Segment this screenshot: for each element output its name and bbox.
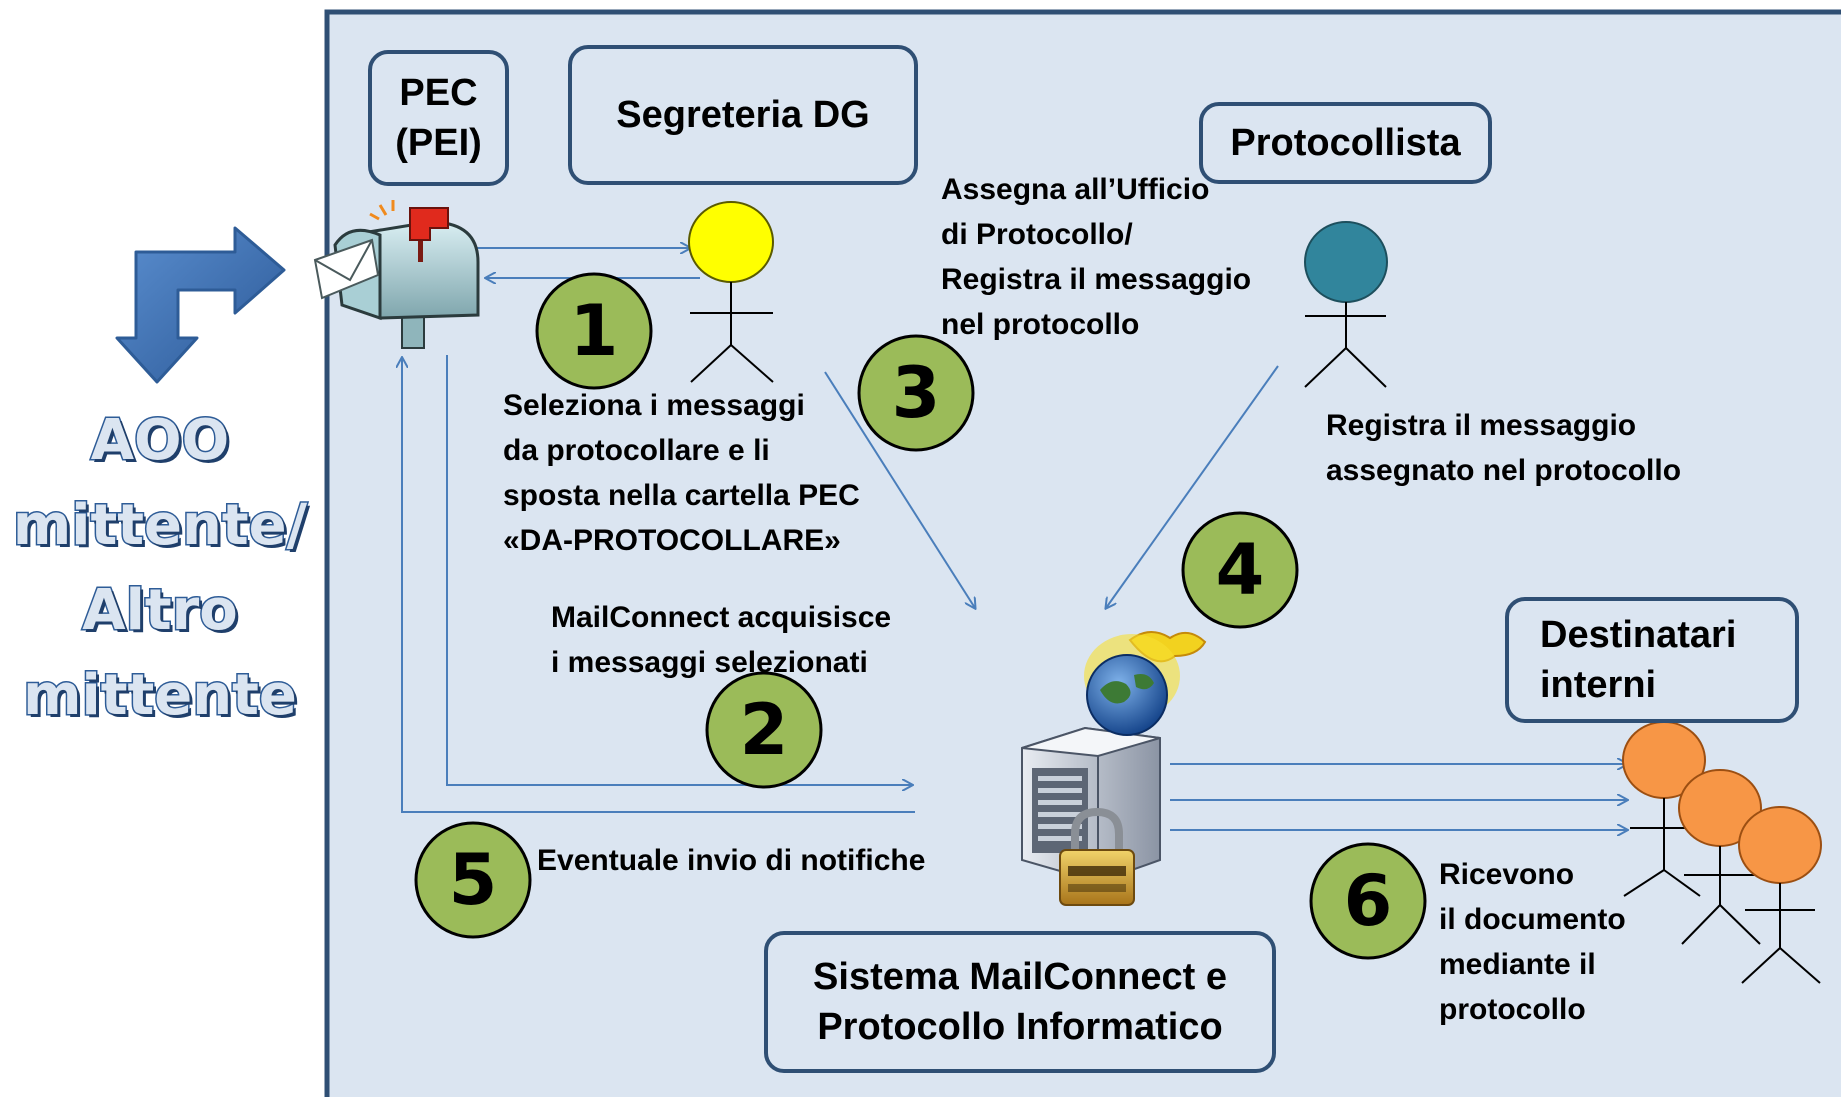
step-badge-3 <box>857 334 975 452</box>
step3-arrow <box>824 371 975 608</box>
protocollista-box: Protocollista <box>1199 102 1492 184</box>
step3-text: Assegna all’Ufficio di Protocollo/ Regis… <box>941 173 1252 341</box>
segreteria-figure <box>688 201 774 383</box>
step-badge-6 <box>1309 842 1427 960</box>
protocollista-figure <box>1304 221 1388 388</box>
padlock-icon <box>1059 807 1135 906</box>
step-number-6: 6 <box>1343 860 1393 942</box>
step-badge-1 <box>535 272 653 390</box>
step-badges <box>414 272 1427 960</box>
step4-arrow <box>1106 365 1279 608</box>
step1-text: Seleziona i messaggi da protocollare e l… <box>503 389 860 557</box>
step-number-2: 2 <box>739 689 789 771</box>
mailbox-icon <box>313 200 480 349</box>
step6-text: Ricevono il documento mediante il protoc… <box>1439 858 1626 1026</box>
segreteria-box: Segreteria DG <box>568 45 918 185</box>
bent-arrow-icon <box>115 226 286 384</box>
step-number-5: 5 <box>448 839 498 921</box>
step-badge-4 <box>1181 511 1299 629</box>
main-panel <box>324 9 1841 1097</box>
globe-icon <box>1084 631 1207 736</box>
notification-arrow <box>402 358 915 813</box>
step5-text: Eventuale invio di notifiche <box>537 844 926 877</box>
destinatari-figures <box>1622 721 1822 984</box>
step-number-4: 4 <box>1215 529 1265 611</box>
step-number-3: 3 <box>891 352 941 434</box>
step4-text: Registra il messaggio assegnato nel prot… <box>1326 409 1682 487</box>
step2-text: MailConnect acquisisce i messaggi selezi… <box>551 601 892 679</box>
destinatari-box: Destinatari interni <box>1505 597 1799 723</box>
sistema-box: Sistema MailConnect e Protocollo Informa… <box>764 931 1276 1073</box>
step-badge-5 <box>414 821 532 939</box>
pec-box: PEC (PEI) <box>368 50 509 186</box>
step-badge-2 <box>705 671 823 789</box>
aoo-mittente-label: AOO mittente/ Altro mittente <box>11 407 308 730</box>
step-number-1: 1 <box>569 290 619 372</box>
